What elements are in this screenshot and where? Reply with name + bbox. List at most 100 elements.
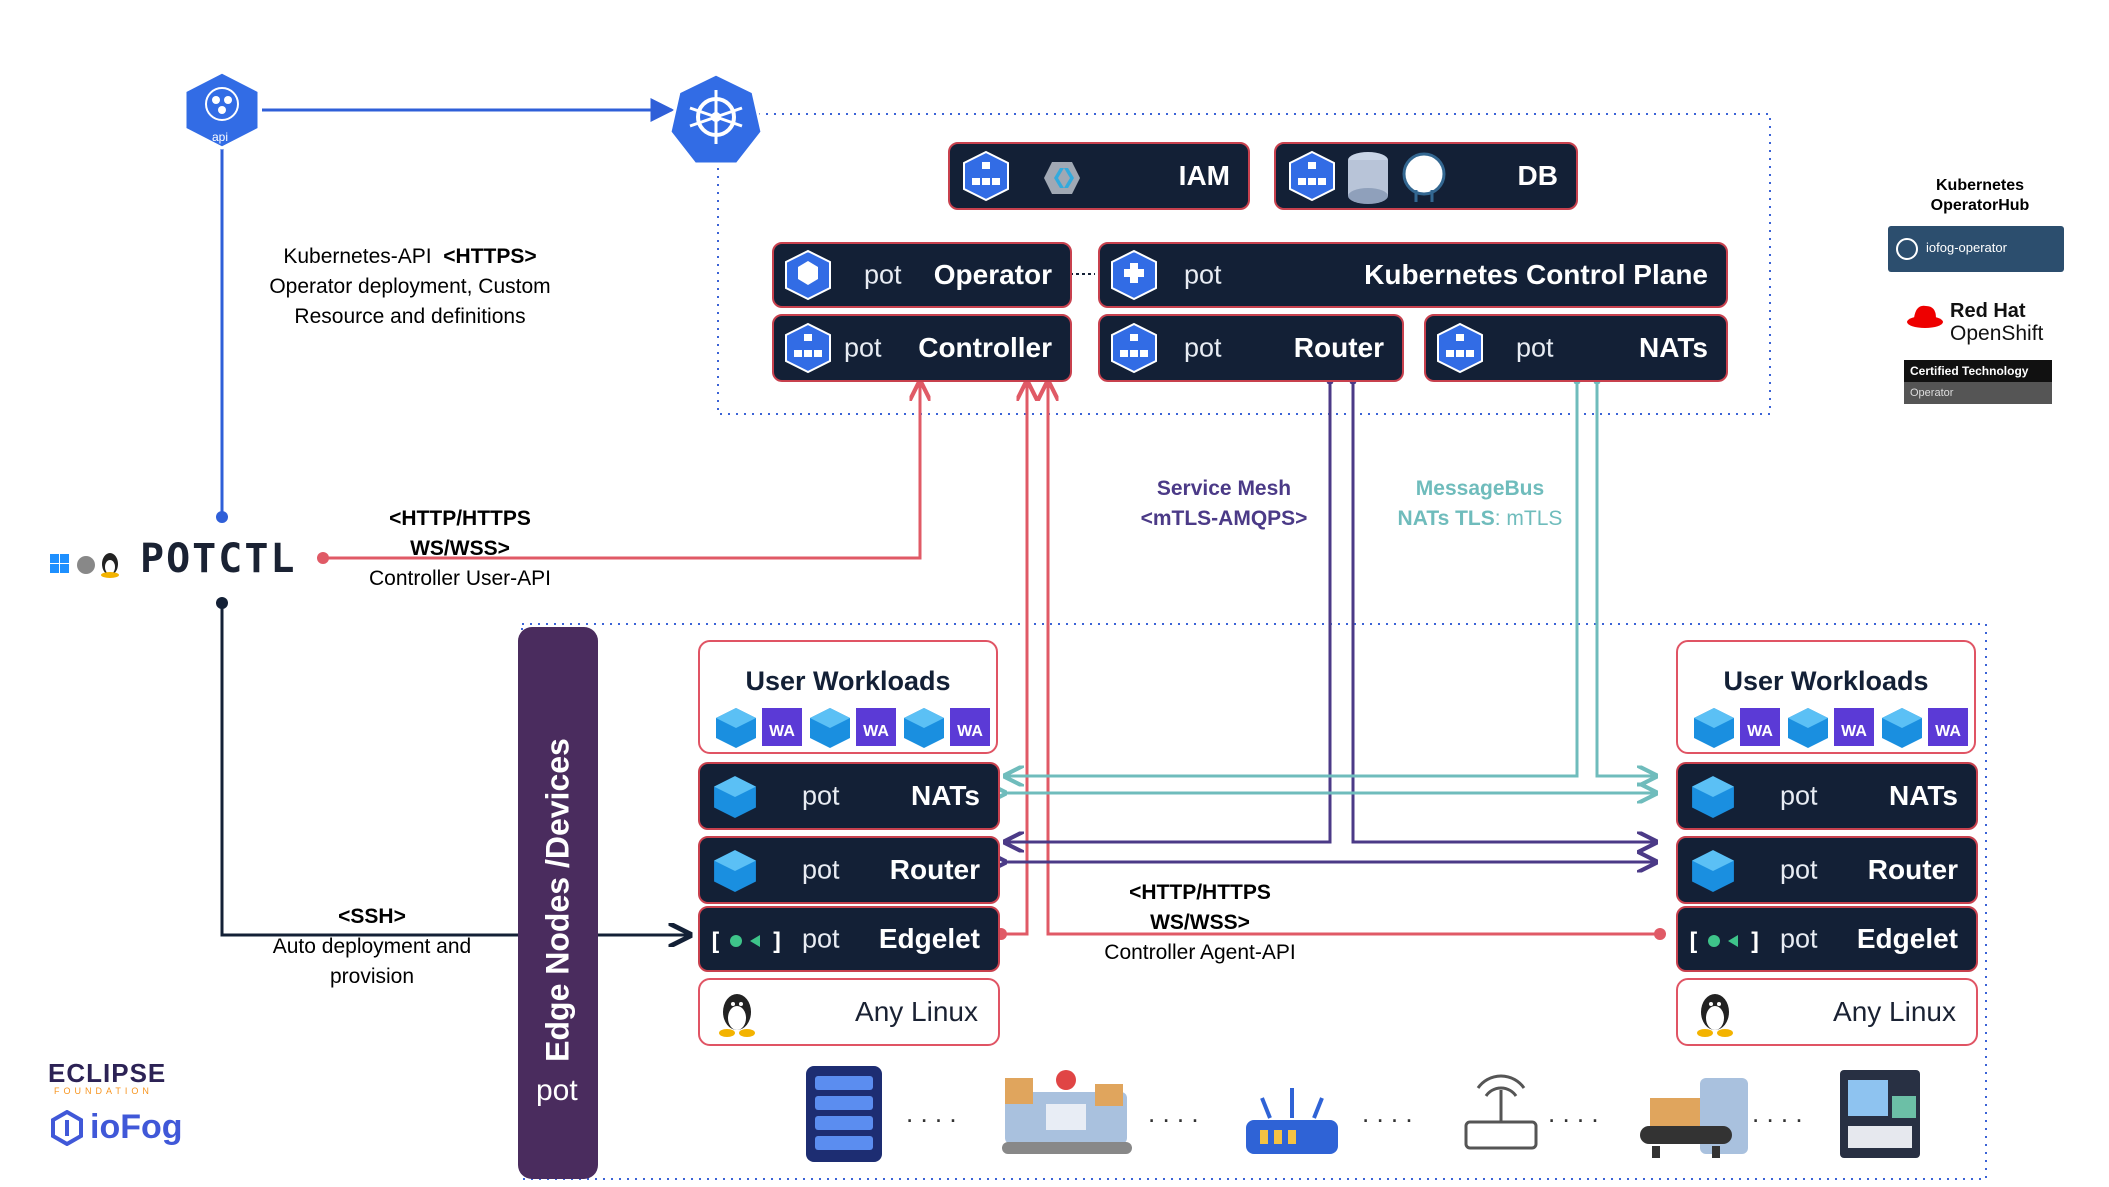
k8s-api-label-protocol: <HTTPS> xyxy=(443,245,537,268)
wa-label: WA xyxy=(1841,723,1867,740)
keycloak-icon xyxy=(1044,162,1080,194)
edge-bar-title: Edge Nodes /Devices xyxy=(539,738,576,1062)
edgelet-left-title: Edgelet xyxy=(878,923,980,954)
svg-text:]: ] xyxy=(770,928,784,956)
cube-icon xyxy=(1788,708,1828,748)
workload-icons-right: WA WA WA xyxy=(1692,706,1982,748)
nats-node[interactable]: pot NATs xyxy=(1424,314,1728,382)
kubernetes-icon xyxy=(668,72,764,166)
potctl-name: POTCTL xyxy=(140,536,297,582)
service-mesh-label: Service Mesh <mTLS-AMQPS> xyxy=(1124,474,1324,534)
nats-pot: pot xyxy=(1516,332,1554,363)
controller-pot: pot xyxy=(844,332,882,363)
control-plane-title: Kubernetes Control Plane xyxy=(1364,259,1708,290)
nats-left-node[interactable]: pot NATs xyxy=(698,762,1000,830)
cube-icon xyxy=(1692,776,1734,818)
user-workloads-right-title: User Workloads xyxy=(1723,666,1929,696)
cube-icon xyxy=(716,708,756,748)
svc-icon xyxy=(963,150,1009,202)
agent-api-label: <HTTP/HTTPS WS/WSS> Controller Agent-API xyxy=(1080,878,1320,968)
edge-bar xyxy=(518,627,598,1179)
user-workloads-left[interactable]: User Workloads WA WA WA xyxy=(698,640,998,754)
svc-icon xyxy=(1437,322,1483,374)
ssh-label: <SSH> Auto deployment and provision xyxy=(252,902,492,992)
edgelet-icon: [] xyxy=(708,928,784,956)
iam-title: IAM xyxy=(1178,160,1230,191)
agent-api-line2: WS/WSS> xyxy=(1150,911,1250,934)
eclipse-wordmark: ECLIPSE xyxy=(48,1058,167,1088)
linux-right: Any Linux xyxy=(1676,978,1978,1046)
controller-node[interactable]: pot Controller xyxy=(772,314,1072,382)
svc-icon xyxy=(1289,150,1335,202)
api-icon-label: api xyxy=(212,130,229,144)
server-rack-icon xyxy=(806,1066,882,1162)
k8s-api-label: Kubernetes-API <HTTPS> Operator deployme… xyxy=(240,242,580,332)
nats-title: NATs xyxy=(1639,332,1708,363)
control-plane-node[interactable]: pot Kubernetes Control Plane xyxy=(1098,242,1728,308)
messagebus-line1: MessageBus xyxy=(1415,477,1545,500)
wa-label: WA xyxy=(863,723,889,740)
ssh-line1: <SSH> xyxy=(338,905,406,928)
messagebus-line2-bold: NATs TLS xyxy=(1397,507,1495,530)
pod-icon xyxy=(785,249,831,301)
pot-badge-icon xyxy=(1896,238,1918,260)
operatorhub-badge-label: iofog-operator xyxy=(1926,240,2007,255)
edge-bar-pot: pot xyxy=(536,1074,578,1107)
nats-right-title: NATs xyxy=(1889,780,1958,811)
edgelet-right-node[interactable]: [] pot Edgelet xyxy=(1676,906,1978,972)
edgelet-right-title: Edgelet xyxy=(1856,923,1958,954)
operator-node[interactable]: pot Operator xyxy=(772,242,1072,308)
svg-text:[: [ xyxy=(708,928,722,956)
cube-icon xyxy=(1882,708,1922,748)
conveyor-icon xyxy=(1640,1078,1748,1158)
workload-icons-left: WA WA WA xyxy=(714,706,1004,748)
user-api-line1: <HTTP/HTTPS xyxy=(389,507,531,530)
messagebus-line2-rest: : mTLS xyxy=(1494,507,1563,530)
router-pot: pot xyxy=(1184,332,1222,363)
router-node[interactable]: pot Router xyxy=(1098,314,1404,382)
ssh-line3: provision xyxy=(329,965,415,988)
certified-badge: Certified Technology Operator xyxy=(1904,360,2052,406)
redhat-hat-icon xyxy=(1907,305,1943,328)
edgelet-icon: [] xyxy=(1686,928,1762,956)
edgelet-left-node[interactable]: [] pot Edgelet xyxy=(698,906,1000,972)
cube-icon xyxy=(714,850,756,892)
router-title: Router xyxy=(1293,332,1384,363)
iam-node[interactable]: IAM xyxy=(948,142,1250,210)
redhat-line2: OpenShift xyxy=(1950,322,2044,345)
certified-text: Certified Technology xyxy=(1904,360,2052,382)
cube-icon xyxy=(1694,708,1734,748)
wa-icon: WA xyxy=(950,708,990,746)
linux-left: Any Linux xyxy=(698,978,1000,1046)
operatorhub-badge[interactable]: iofog-operator xyxy=(1888,226,2064,272)
tux-icon xyxy=(719,994,755,1037)
device-separator: . . . . xyxy=(1362,1098,1413,1128)
wifi-router-icon xyxy=(1464,1074,1538,1150)
cube-icon xyxy=(810,708,850,748)
nats-left-title: NATs xyxy=(911,780,980,811)
user-workloads-right[interactable]: User Workloads WA WA WA xyxy=(1676,640,1976,754)
k8s-api-label-line2: Operator deployment, Custom xyxy=(269,275,551,298)
wa-label: WA xyxy=(1935,723,1961,740)
wa-icon: WA xyxy=(1740,708,1780,746)
cube-icon xyxy=(1692,850,1734,892)
operator-pot: pot xyxy=(864,259,902,290)
router-left-node[interactable]: pot Router xyxy=(698,836,1000,904)
control-plane-pot: pot xyxy=(1184,259,1222,290)
nats-right-node[interactable]: pot NATs xyxy=(1676,762,1978,830)
ssh-line2: Auto deployment and xyxy=(272,935,472,958)
iofog-wordmark: ioFog xyxy=(90,1108,183,1146)
k8s-api-label-line3: Resource and definitions xyxy=(294,305,526,328)
router-right-node[interactable]: pot Router xyxy=(1676,836,1978,904)
operatorhub-title: Kubernetes OperatorHub xyxy=(1890,176,2070,216)
user-api-label: <HTTP/HTTPS WS/WSS> Controller User-API xyxy=(340,504,580,594)
wa-icon: WA xyxy=(856,708,896,746)
controller-title: Controller xyxy=(918,332,1052,363)
control-panel-icon xyxy=(1840,1070,1920,1158)
factory-machine-icon xyxy=(1002,1070,1132,1154)
db-node[interactable]: DB xyxy=(1274,142,1578,210)
operatorhub-title-line1: Kubernetes xyxy=(1935,177,2025,194)
eclipse-logo: ECLIPSE FOUNDATION xyxy=(48,1060,166,1096)
device-separator: . . . . xyxy=(1752,1098,1803,1128)
